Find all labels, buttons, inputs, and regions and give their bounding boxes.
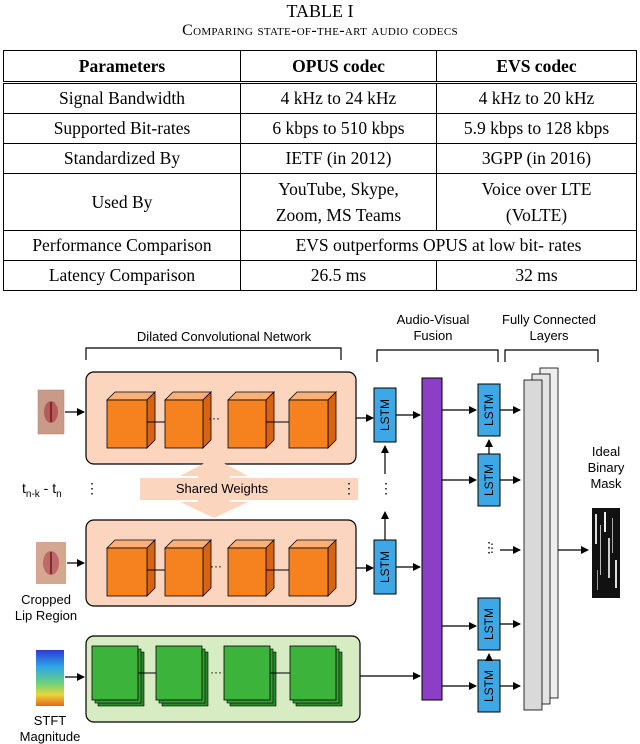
stft-label-line1: STFT	[34, 713, 67, 728]
cell-param: Signal Bandwidth	[3, 82, 241, 114]
header-opus: OPUS codec	[240, 50, 437, 83]
table-caption: Comparing state-of-the-art audio codecs	[182, 22, 458, 39]
cell-param: Standardized By	[3, 143, 241, 174]
cropped-lip-label-line2: Lip Region	[15, 608, 77, 623]
fc-brace	[504, 349, 599, 362]
fc-label-line1: Fully Connected	[502, 312, 596, 327]
shared-weights-arrow	[140, 458, 358, 518]
audio-conv-blocks: ···	[91, 645, 343, 707]
horizontal-ellipsis: ⋮	[486, 541, 498, 555]
cell-opus: 26.5 ms	[240, 260, 437, 291]
fc-layers	[523, 367, 559, 711]
table-row: Supported Bit-rates 6 kbps to 510 kbps 5…	[3, 113, 637, 144]
cell-param: Latency Comparison	[3, 260, 241, 291]
lstm-label: LSTM	[378, 399, 392, 431]
cropped-lip-label-line1: Cropped	[21, 592, 71, 607]
cell-param: Performance Comparison	[3, 230, 241, 261]
lstm-label: LSTM	[482, 464, 496, 496]
table-row: Performance Comparison EVS outperforms O…	[3, 230, 637, 261]
lstm-label: LSTM	[378, 551, 392, 583]
cell-line: (VoLTE)	[505, 205, 568, 225]
fusion-label-line1: Audio-Visual	[397, 312, 470, 327]
cell-param: Supported Bit-rates	[3, 113, 241, 144]
conv-blocks-bottom: ···	[106, 539, 337, 597]
vertical-ellipsis: ⋮	[342, 480, 356, 496]
svg-text:···: ···	[208, 411, 220, 425]
fc-label-line2: Layers	[529, 328, 569, 343]
dilated-conv-label: Dilated Convolutional Network	[137, 329, 312, 344]
codec-comparison-table: Parameters OPUS codec EVS codec Signal B…	[3, 50, 637, 291]
header-parameters: Parameters	[3, 50, 241, 83]
svg-text:···: ···	[210, 559, 222, 573]
vertical-ellipsis: ⋮	[482, 539, 496, 555]
architecture-diagram: Dilated Convolutional Network Audio-Visu…	[15, 312, 625, 744]
cell-opus: 6 kbps to 510 kbps	[240, 113, 437, 144]
shared-weights-label: Shared Weights	[176, 481, 269, 496]
table-row: Used By YouTube, Skype, Zoom, MS Teams Vo…	[3, 173, 637, 231]
lstm-label: LSTM	[482, 394, 496, 426]
cell-evs: 3GPP (in 2016)	[436, 143, 637, 174]
table-row: Latency Comparison 26.5 ms 32 ms	[3, 260, 637, 291]
binary-mask-image	[592, 508, 620, 598]
table-row: Signal Bandwidth 4 kHz to 24 kHz 4 kHz t…	[3, 82, 637, 114]
cell-opus: 4 kHz to 24 kHz	[240, 82, 437, 114]
cell-evs: Voice over LTE (VoLTE)	[436, 173, 637, 231]
vertical-ellipsis: ⋮	[379, 480, 393, 496]
cell-merged: EVS outperforms OPUS at low bit- rates	[240, 230, 637, 261]
table-title: TABLE I	[286, 1, 354, 21]
cell-opus: YouTube, Skype, Zoom, MS Teams	[240, 173, 437, 231]
time-range-label: tn-k - tn	[22, 480, 62, 500]
vertical-ellipsis: ⋮	[85, 480, 99, 496]
stft-image	[36, 650, 64, 706]
lstm-label: LSTM	[482, 670, 496, 702]
header-evs: EVS codec	[436, 50, 637, 83]
fusion-label-line2: Fusion	[413, 328, 452, 343]
mask-label-line1: Ideal	[592, 444, 620, 459]
cell-opus: IETF (in 2012)	[240, 143, 437, 174]
fusion-bar	[421, 377, 443, 701]
conv-blocks-top: ···	[106, 391, 337, 449]
cell-evs: 4 kHz to 20 kHz	[436, 82, 637, 114]
fusion-brace	[376, 349, 499, 362]
cell-line: YouTube, Skype,	[278, 179, 399, 199]
table-row: Standardized By IETF (in 2012) 3GPP (in …	[3, 143, 637, 174]
cell-line: Voice over LTE	[481, 179, 592, 199]
cell-line: Zoom, MS Teams	[275, 205, 402, 225]
cell-evs: 32 ms	[436, 260, 637, 291]
svg-text:···: ···	[210, 665, 222, 679]
lstm-label: LSTM	[482, 608, 496, 640]
dilated-conv-brace	[85, 347, 342, 360]
stft-label-line2: Magnitude	[20, 729, 81, 744]
mask-label-line2: Binary	[588, 460, 625, 475]
table-header-row: Parameters OPUS codec EVS codec	[3, 50, 637, 83]
cell-param: Used By	[3, 173, 241, 231]
lip-image-bottom	[36, 542, 66, 584]
lip-image-top	[37, 389, 65, 435]
cell-evs: 5.9 kbps to 128 kbps	[436, 113, 637, 144]
mask-label-line3: Mask	[590, 476, 622, 491]
